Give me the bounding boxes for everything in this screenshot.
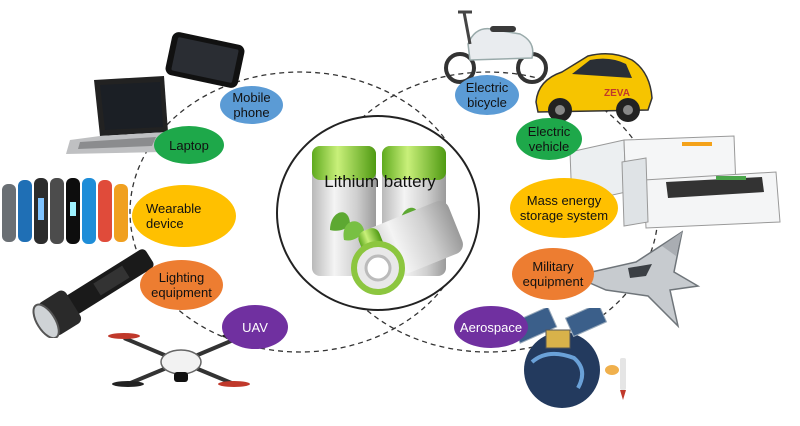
laptop-label: Laptop xyxy=(169,137,209,153)
lighting-equipment-label: Lighting equipment xyxy=(151,270,212,300)
electric-vehicle-label: Electric vehicle xyxy=(527,124,571,154)
node-mobile-phone: Mobile phone xyxy=(220,86,283,124)
uav-label: UAV xyxy=(242,319,268,335)
fighter-jet-image xyxy=(571,230,701,329)
wearable-device-label: Wearable device xyxy=(146,201,202,231)
node-military-equipment: Military equipment xyxy=(512,248,594,300)
mass-energy-storage-system-label: Mass energy storage system xyxy=(519,193,609,223)
flashlight-image xyxy=(32,249,154,338)
node-wearable-device: Wearable device xyxy=(132,185,236,247)
node-mass-energy-storage-system: Mass energy storage system xyxy=(510,178,618,238)
electric-bicycle-image xyxy=(444,10,548,84)
electric-bicycle-label: Electric bicycle xyxy=(465,80,509,110)
node-electric-bicycle: Electric bicycle xyxy=(455,75,519,115)
aerospace-label: Aerospace xyxy=(459,319,523,335)
battery-icon xyxy=(312,146,463,295)
node-uav: UAV xyxy=(222,305,288,349)
node-laptop: Laptop xyxy=(154,126,224,164)
aerospace-image xyxy=(510,308,626,408)
electric-car-image: ZEVA xyxy=(535,53,653,122)
military-equipment-label: Military equipment xyxy=(522,259,584,289)
energy-storage-image xyxy=(569,135,781,229)
node-lighting-equipment: Lighting equipment xyxy=(140,260,223,310)
center-label: Lithium battery xyxy=(324,172,436,191)
car-brand-text: ZEVA xyxy=(604,88,630,99)
mobile-phone-label: Mobile phone xyxy=(232,90,271,120)
mobile-phone-image xyxy=(165,32,245,88)
laptop-image xyxy=(66,76,168,154)
wearable-device-image xyxy=(2,178,128,244)
node-aerospace: Aerospace xyxy=(454,306,528,348)
node-electric-vehicle: Electric vehicle xyxy=(516,118,582,160)
